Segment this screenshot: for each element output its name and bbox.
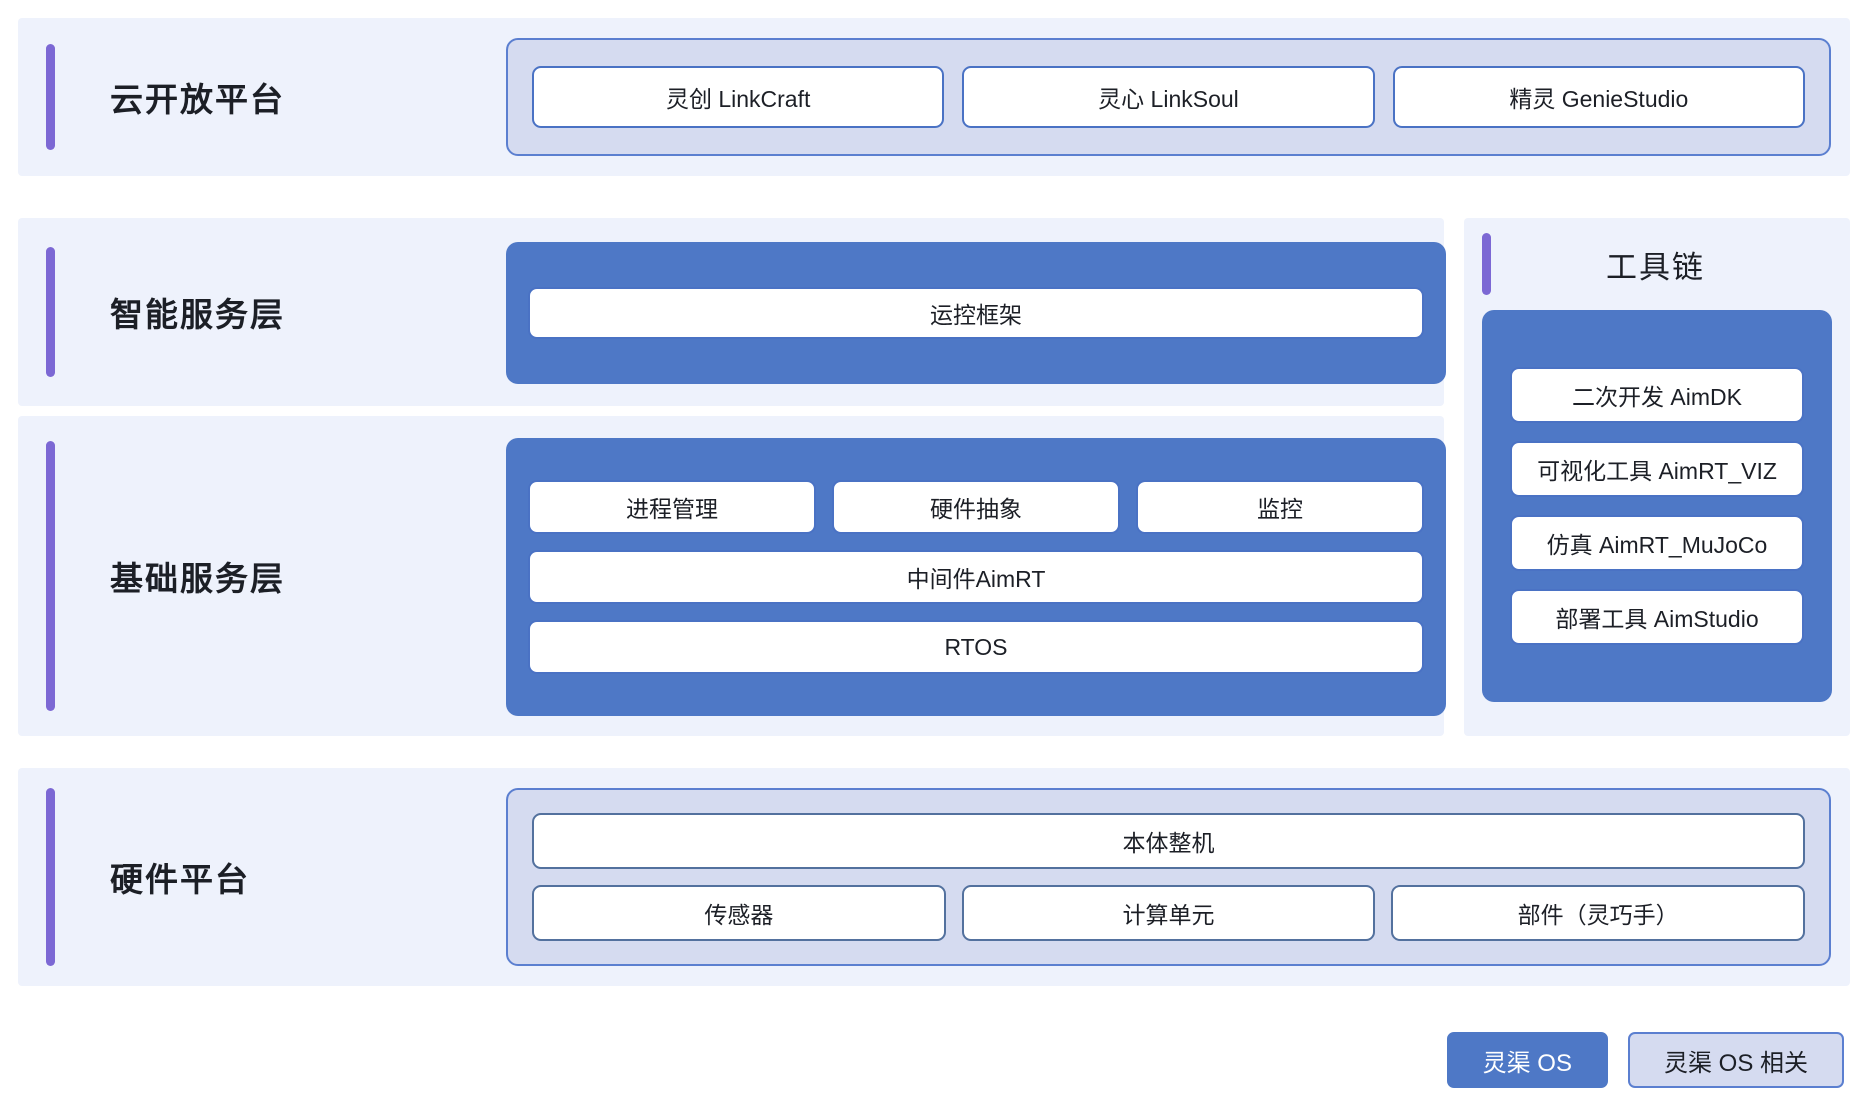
row-hardware-platform: 硬件平台 本体整机 传感器 计算单元 部件（灵巧手） [18,768,1850,986]
row-label-cloud-platform: 云开放平台 [110,81,285,118]
accent-bar-icon [46,441,55,711]
chip-rtos[interactable]: RTOS [528,620,1424,674]
accent-bar-icon [46,44,55,150]
chip-aimrt-mujoco[interactable]: 仿真 AimRT_MuJoCo [1510,515,1804,571]
basic-service-group: 进程管理 硬件抽象 监控 中间件AimRT RTOS [506,438,1446,716]
basic-service-top-row: 进程管理 硬件抽象 监控 [528,480,1424,534]
chip-compute-unit[interactable]: 计算单元 [961,885,1376,941]
row-label-basic-service-layer: 基础服务层 [110,560,285,597]
legend-item-lingqu-os: 灵渠 OS [1446,1032,1608,1088]
chip-linksoul[interactable]: 灵心 LinkSoul [962,66,1375,128]
intelligent-service-group: 运控框架 [506,242,1446,384]
accent-bar-icon [1482,233,1491,295]
cloud-platform-group: 灵创 LinkCraft 灵心 LinkSoul 精灵 GenieStudio [506,38,1831,156]
legend-item-lingqu-os-related: 灵渠 OS 相关 [1627,1032,1844,1088]
accent-bar-icon [46,788,55,966]
hardware-sub-row: 传感器 计算单元 部件（灵巧手） [532,885,1806,941]
chip-aimdk[interactable]: 二次开发 AimDK [1510,367,1804,423]
chip-motion-control-framework[interactable]: 运控框架 [528,287,1424,339]
row-cloud-platform: 云开放平台 灵创 LinkCraft 灵心 LinkSoul 精灵 GenieS… [18,18,1850,176]
toolchain-group: 二次开发 AimDK 可视化工具 AimRT_VIZ 仿真 AimRT_MuJo… [1482,310,1832,702]
toolchain-section: 工具链 二次开发 AimDK 可视化工具 AimRT_VIZ 仿真 AimRT_… [1464,218,1850,736]
chip-sensors[interactable]: 传感器 [532,885,946,941]
toolchain-title: 工具链 [1606,249,1705,285]
accent-bar-icon [46,247,55,377]
row-basic-service-layer: 基础服务层 进程管理 硬件抽象 监控 中间件AimRT RTOS [18,416,1446,736]
legend: 灵渠 OS 灵渠 OS 相关 [1446,1032,1844,1088]
chip-geniestudio[interactable]: 精灵 GenieStudio [1392,66,1805,128]
hardware-platform-group: 本体整机 传感器 计算单元 部件（灵巧手） [506,788,1831,966]
chip-monitoring[interactable]: 监控 [1136,480,1424,534]
row-intelligent-service-layer: 智能服务层 运控框架 [18,218,1446,406]
chip-aimstudio[interactable]: 部署工具 AimStudio [1510,589,1804,645]
toolchain-header: 工具链 [1464,218,1850,310]
chip-process-management[interactable]: 进程管理 [528,480,816,534]
chip-middleware-aimrt[interactable]: 中间件AimRT [528,550,1424,604]
chip-linkcraft[interactable]: 灵创 LinkCraft [532,66,945,128]
chip-components-dexterous-hand[interactable]: 部件（灵巧手） [1391,885,1806,941]
row-label-intelligent-service-layer: 智能服务层 [110,296,285,333]
chip-robot-body[interactable]: 本体整机 [532,813,1805,869]
row-label-hardware-platform: 硬件平台 [110,861,250,898]
chip-aimrt-viz[interactable]: 可视化工具 AimRT_VIZ [1510,441,1804,497]
chip-hardware-abstraction[interactable]: 硬件抽象 [832,480,1120,534]
